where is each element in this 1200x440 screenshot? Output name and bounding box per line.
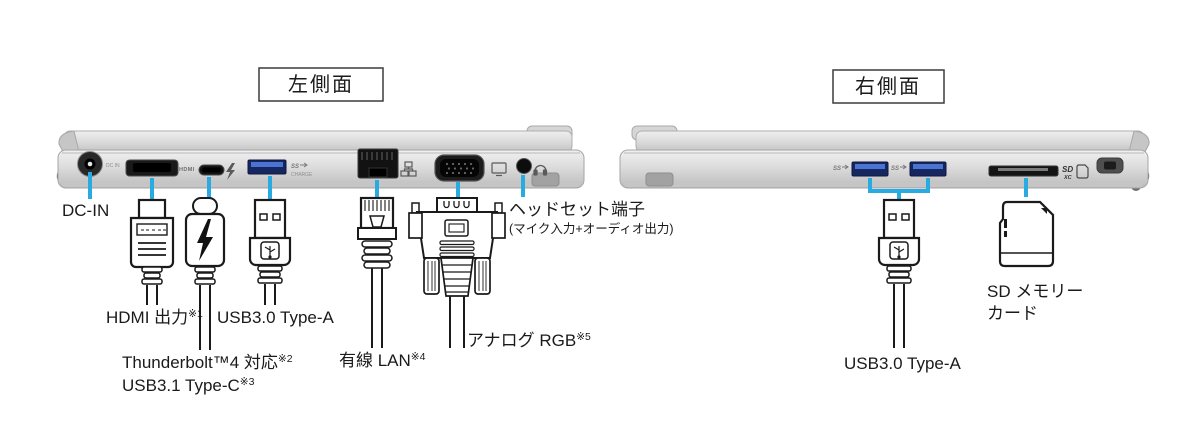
svg-text:XC: XC bbox=[1063, 175, 1073, 181]
label-headset-sub: (マイク入力+オーディオ出力) bbox=[509, 221, 674, 236]
charge-marking: CHARGE bbox=[291, 172, 313, 178]
thunderbolt-connector-illustration bbox=[184, 197, 226, 350]
ss-marking-right-2: SS bbox=[891, 166, 899, 172]
label-dc-in: DC-IN bbox=[62, 201, 109, 220]
hdmi-marking: HDMI bbox=[179, 167, 195, 173]
lightning-bolt-icon bbox=[197, 219, 213, 261]
usb-a-port-right-1 bbox=[851, 161, 889, 177]
usb-c-port bbox=[198, 164, 225, 176]
label-usb-a-right: USB3.0 Type-A bbox=[844, 354, 962, 373]
sd-card-slot bbox=[988, 165, 1059, 177]
laptop-left-side-view: DC IN HDMI SS CHARGE bbox=[56, 125, 585, 189]
security-lock-slot bbox=[1096, 157, 1124, 174]
label-usb-a-left: USB3.0 Type-A bbox=[217, 308, 335, 327]
ss-marking-right-1: SS bbox=[833, 166, 841, 172]
hdmi-connector-illustration bbox=[129, 198, 175, 305]
label-sd-line1: SD メモリー bbox=[987, 282, 1083, 301]
label-analog-rgb: アナログ RGB※5 bbox=[467, 331, 591, 350]
vga-connector-illustration bbox=[408, 197, 506, 348]
right-title-text: 右側面 bbox=[855, 75, 921, 98]
hdmi-port bbox=[125, 159, 179, 177]
ss-arrow-right-2 bbox=[900, 164, 907, 170]
thunderbolt-marking-icon bbox=[226, 163, 235, 180]
ss-arrow-left bbox=[300, 162, 308, 168]
usb-a-connector-illustration-left bbox=[248, 198, 292, 305]
headset-port bbox=[516, 158, 532, 174]
usb-a-port-right-2 bbox=[909, 161, 947, 177]
label-hdmi: HDMI 出力※1 bbox=[106, 308, 203, 327]
sdxc-logo: SD XC bbox=[1062, 164, 1089, 181]
label-thunderbolt: Thunderbolt™4 対応※2 bbox=[122, 353, 293, 372]
label-usb-c: USB3.1 Type-C※3 bbox=[122, 376, 255, 395]
ss-marking-left: SS bbox=[291, 164, 299, 170]
label-headset: ヘッドセット端子 bbox=[509, 200, 645, 219]
ss-arrow-right-1 bbox=[842, 164, 849, 170]
label-lan: 有線 LAN※4 bbox=[339, 351, 426, 370]
svg-text:SD: SD bbox=[1062, 165, 1073, 174]
lan-connector-illustration bbox=[357, 196, 397, 348]
lan-port bbox=[357, 148, 399, 179]
right-section-title: 右側面 bbox=[832, 69, 945, 104]
laptop-right-front-foot bbox=[645, 172, 674, 187]
headset-marking-icon bbox=[533, 164, 548, 176]
display-marking-icon bbox=[491, 162, 507, 177]
left-title-text: 左側面 bbox=[288, 73, 354, 96]
lan-marking-icon bbox=[400, 161, 417, 177]
usb-a-port-left bbox=[247, 159, 287, 175]
label-sd-line2: カード bbox=[987, 304, 1038, 323]
sd-card-illustration bbox=[998, 200, 1055, 268]
usb-a-connector-illustration-right bbox=[877, 198, 921, 348]
vga-port bbox=[434, 154, 485, 182]
left-section-title: 左側面 bbox=[258, 67, 384, 102]
dc-in-port bbox=[77, 151, 103, 177]
laptop-right-side-view: SS SS SD XC bbox=[619, 125, 1150, 191]
dc-in-marking: DC IN bbox=[106, 163, 120, 169]
